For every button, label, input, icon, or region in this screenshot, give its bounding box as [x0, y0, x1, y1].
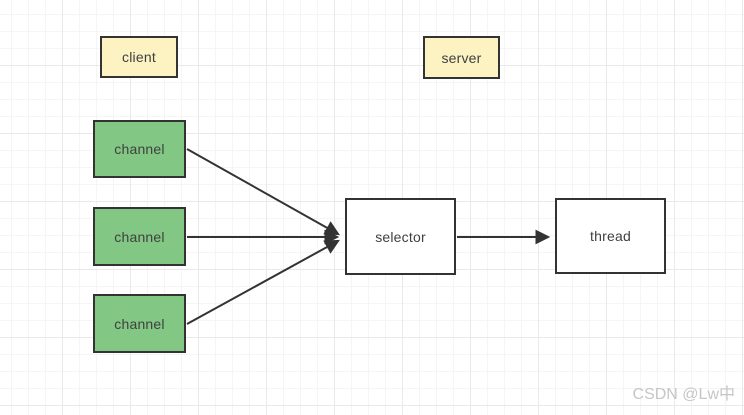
node-client: client	[100, 36, 178, 78]
watermark: CSDN @Lw中	[632, 386, 735, 403]
node-selector: selector	[345, 198, 456, 275]
node-channel-3: channel	[93, 294, 186, 353]
node-client-label: client	[122, 49, 156, 65]
node-channel-3-label: channel	[114, 315, 165, 332]
node-channel-2-label: channel	[114, 228, 165, 245]
node-channel-1-label: channel	[114, 141, 165, 157]
node-thread: thread	[555, 198, 666, 274]
node-thread-label: thread	[590, 228, 631, 244]
node-channel-1: channel	[93, 120, 186, 178]
node-channel-2: channel	[93, 207, 186, 266]
edge-channel1-selector	[186, 148, 340, 236]
node-server: server	[423, 36, 500, 79]
node-server-label: server	[441, 49, 482, 66]
edge-channel3-selector	[186, 239, 340, 325]
node-selector-label: selector	[375, 228, 426, 245]
